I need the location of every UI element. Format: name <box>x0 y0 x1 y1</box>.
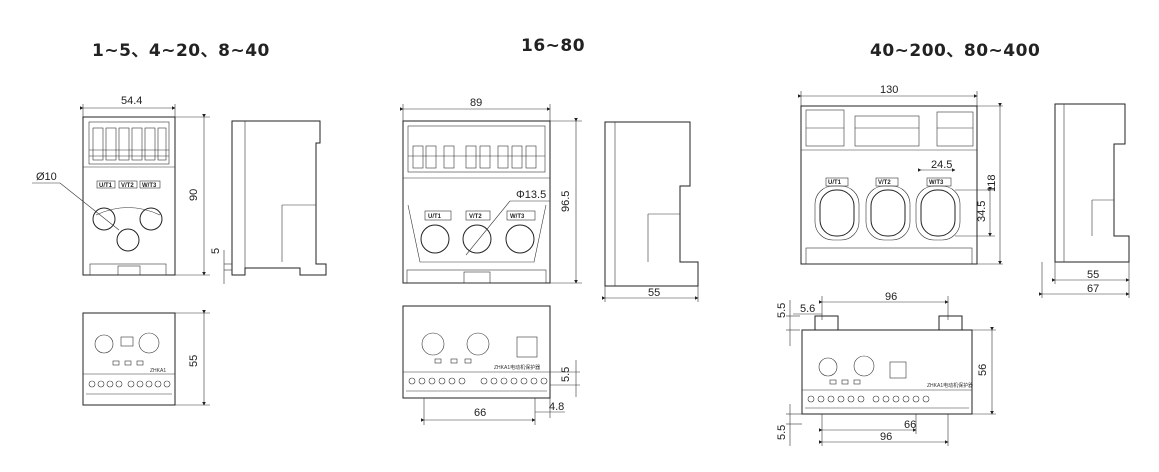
right-bottom-span-b-dim: 96 <box>880 431 892 443</box>
middle-front-span-dim: 66 <box>474 407 486 419</box>
title-right-models: 40~200、80~400 <box>870 41 1041 61</box>
left-hole-dim: Ø10 <box>36 171 57 183</box>
right-panel-view: 96 5.6 5.5 ZHKA1电动机保护器 <box>776 291 996 446</box>
left-width-dim: 54.4 <box>121 95 142 107</box>
left-panel-view: ZHKA1 55 <box>82 310 210 406</box>
middle-front-step-dim: 5.5 <box>560 367 572 382</box>
left-front-view: 54.4 U/T1 V/T2 W/T3 <box>32 95 210 276</box>
right-terminal-w: W/T3 <box>929 180 944 186</box>
middle-side-view: 55 <box>602 121 699 302</box>
right-front-height-dim: 56 <box>977 364 989 376</box>
right-top-step-dim: 5.5 <box>776 303 788 318</box>
left-terminal-v: V/T2 <box>121 183 134 189</box>
middle-width-dim: 89 <box>470 97 482 109</box>
title-left-models: 1~5、4~20、8~40 <box>92 41 270 61</box>
right-model-label: ZHKA1电动机保护器 <box>927 382 973 389</box>
right-front-view: 130 U/T1 V/T2 W/T3 24.5 <box>798 84 1003 265</box>
middle-terminal-u: U/T1 <box>428 214 442 220</box>
middle-model-label: ZHKA1电动机保护器 <box>494 364 540 371</box>
middle-height-dim: 96.5 <box>560 191 572 212</box>
left-terminal-u: U/T1 <box>99 183 113 189</box>
middle-front-edge-dim: 4.8 <box>549 401 564 413</box>
title-middle-model: 16~80 <box>521 36 586 56</box>
middle-front-view: 89 U/T1 V/T2 W/T3 Φ13.5 <box>400 97 582 284</box>
left-foot-dim: 5 <box>210 248 222 254</box>
right-top-tab-dim: 5.6 <box>800 303 815 315</box>
right-hole-height-dim: 34.5 <box>976 201 988 222</box>
middle-terminal-v: V/T2 <box>469 214 482 220</box>
right-bottom-step-dim: 5.5 <box>776 425 788 440</box>
right-terminal-u: U/T1 <box>828 180 842 186</box>
left-height-dim: 90 <box>188 189 200 201</box>
right-side-view: 55 67 <box>1039 103 1130 298</box>
right-bottom-span-a-dim: 66 <box>904 419 916 431</box>
right-hole-width-dim: 24.5 <box>931 159 952 171</box>
middle-terminal-w: W/T3 <box>510 214 525 220</box>
left-model-label: ZHKA1 <box>150 368 166 374</box>
right-terminal-v: V/T2 <box>878 180 891 186</box>
right-side-inner-dim: 55 <box>1087 269 1099 281</box>
middle-panel-view: ZHKA1电动机保护器 66 4.8 5.5 <box>402 305 580 425</box>
right-width-dim: 130 <box>880 84 898 96</box>
right-top-span-dim: 96 <box>885 291 897 303</box>
left-side-view: 5 <box>210 120 327 284</box>
middle-hole-dim: Φ13.5 <box>516 189 546 201</box>
right-height-dim: 118 <box>986 174 998 192</box>
middle-side-depth-dim: 55 <box>648 287 660 299</box>
left-terminal-w: W/T3 <box>142 183 157 189</box>
right-side-outer-dim: 67 <box>1087 283 1099 295</box>
left-front-height-dim: 55 <box>188 355 200 367</box>
